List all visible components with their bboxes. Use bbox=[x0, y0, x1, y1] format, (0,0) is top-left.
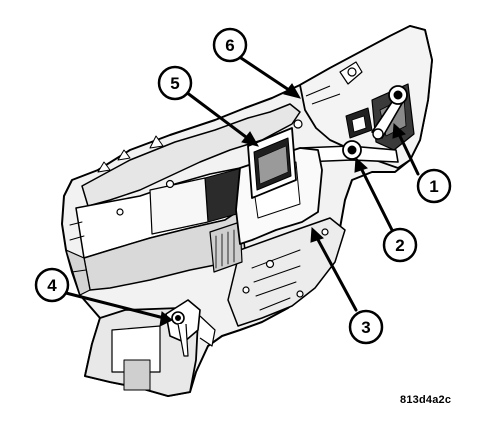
callout-2: 2 bbox=[382, 227, 418, 263]
callout-6: 6 bbox=[212, 27, 248, 63]
callout-1-label: 1 bbox=[429, 177, 438, 196]
leader-line-3 bbox=[314, 234, 358, 312]
leader-line-1 bbox=[396, 130, 420, 176]
figure-id: 813d4a2c bbox=[400, 394, 452, 406]
callout-1: 1 bbox=[416, 168, 452, 204]
leader-lines bbox=[60, 54, 420, 327]
callout-3-label: 3 bbox=[361, 318, 370, 337]
callout-2-label: 2 bbox=[395, 236, 404, 255]
callout-5-label: 5 bbox=[170, 74, 179, 93]
leader-line-4 bbox=[60, 290, 166, 320]
actuator-linkage bbox=[299, 85, 408, 163]
callout-3: 3 bbox=[348, 309, 384, 345]
lower-actuator bbox=[165, 299, 216, 357]
leader-line-5 bbox=[184, 90, 252, 142]
leader-line-2 bbox=[358, 164, 394, 232]
leader-line-6 bbox=[236, 54, 294, 94]
upper-shell bbox=[81, 103, 301, 207]
callout-4-label: 4 bbox=[47, 276, 57, 295]
callout-4: 4 bbox=[34, 267, 70, 303]
filter-door bbox=[247, 119, 303, 199]
callout-5: 5 bbox=[157, 65, 193, 101]
lower-housing bbox=[227, 217, 346, 327]
callout-6-label: 6 bbox=[225, 36, 234, 55]
